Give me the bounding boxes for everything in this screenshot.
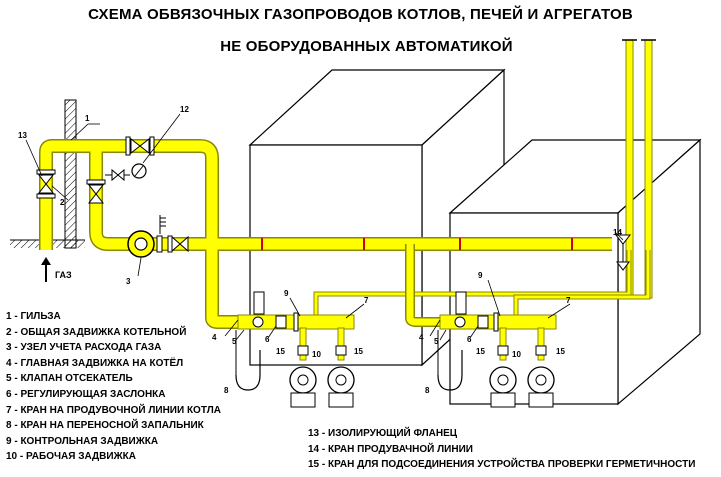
- gas-inlet-arrow: ГАЗ: [41, 257, 72, 282]
- inlet-valve-3: [167, 235, 189, 253]
- legend-item: 1 - ГИЛЬЗА: [6, 311, 61, 322]
- legend-item: 10 - РАБОЧАЯ ЗАДВИЖКА: [6, 451, 136, 463]
- callout-b2-7: 7: [566, 296, 571, 305]
- callout-b2-5: 5: [434, 337, 439, 346]
- callout-b1-15a: 15: [276, 347, 285, 356]
- callout-b2-8: 8: [425, 386, 430, 395]
- callout-b2-9: 9: [478, 271, 483, 280]
- callout-b2-15b: 15: [556, 347, 565, 356]
- callout-b1-7: 7: [364, 296, 369, 305]
- callout-b2-6: 6: [467, 335, 472, 344]
- horizontal-valve: [125, 136, 155, 156]
- callout-12: 12: [180, 105, 189, 114]
- legend-item: 9 - КОНТРОЛЬНАЯ ЗАДВИЖКА: [6, 435, 159, 447]
- callout-labels: 1 13 2 3 12 14 4 5 6 7 8 9 10 15 15 4 5 …: [18, 105, 622, 395]
- callout-b1-4: 4: [212, 333, 217, 342]
- legend-item: 4 - ГЛАВНАЯ ЗАДВИЖКА НА КОТЁЛ: [6, 357, 184, 369]
- callout-b1-10: 10: [312, 350, 321, 359]
- boiler-feeds: [405, 244, 440, 327]
- callout-1: 1: [85, 114, 90, 123]
- boiler-2: [448, 138, 702, 406]
- legend-item: 2 - ОБЩАЯ ЗАДВИЖКА КОТЕЛЬНОЙ: [6, 326, 187, 338]
- legend-left: 1 - ГИЛЬЗА 2 - ОБЩАЯ ЗАДВИЖКА КОТЕЛЬНОЙ …: [6, 309, 221, 465]
- callout-b1-6: 6: [265, 335, 270, 344]
- legend-item: 6 - РЕГУЛИРУЮЩАЯ ЗАСЛОНКА: [6, 388, 166, 400]
- callout-b2-4: 4: [419, 333, 424, 342]
- legend-item: 14 - КРАН ПРОДУВАЧНОЙ ЛИНИИ: [308, 443, 473, 455]
- callout-b1-9: 9: [284, 289, 289, 298]
- callout-b1-5: 5: [232, 337, 237, 346]
- callout-13: 13: [18, 131, 27, 140]
- callout-b2-15a: 15: [476, 347, 485, 356]
- diagram-title: СХЕМА ОБВЯЗОЧНЫХ ГАЗОПРОВОДОВ КОТЛОВ, ПЕ…: [88, 6, 633, 23]
- legend-item: 3 - УЗЕЛ УЧЕТА РАСХОДА ГАЗА: [6, 342, 162, 354]
- burner-assembly-2: [437, 291, 557, 408]
- burner-assembly-1: [235, 291, 355, 408]
- legend-item: 5 - КЛАПАН ОТСЕКАТЕЛЬ: [6, 373, 133, 385]
- callout-b1-8: 8: [224, 386, 229, 395]
- legend-item: 13 - ИЗОЛИРУЮЩИЙ ФЛАНЕЦ: [308, 428, 458, 439]
- legend-right: 13 - ИЗОЛИРУЮЩИЙ ФЛАНЕЦ 14 - КРАН ПРОДУВ…: [308, 426, 695, 473]
- gas-label: ГАЗ: [55, 270, 72, 280]
- pressure-gauge: [105, 163, 147, 182]
- gas-meter: [127, 215, 166, 258]
- bypass-valve: [86, 179, 106, 204]
- diagram-subtitle: НЕ ОБОРУДОВАННЫХ АВТОМАТИКОЙ: [220, 38, 513, 55]
- purge-line: [313, 250, 651, 316]
- callout-14: 14: [613, 228, 622, 237]
- legend-item: 7 - КРАН НА ПРОДУВОЧНОЙ ЛИНИИ КОТЛА: [6, 404, 221, 416]
- callout-b2-10: 10: [512, 350, 521, 359]
- legend-item: 8 - КРАН НА ПЕРЕНОСНОЙ ЗАПАЛЬНИК: [6, 420, 204, 432]
- callout-b1-15b: 15: [354, 347, 363, 356]
- main-gas-pipeline: [39, 139, 612, 329]
- callout-3: 3: [126, 277, 131, 286]
- main-valve-2: [36, 169, 56, 199]
- leader-lines: [25, 113, 624, 341]
- legend-item: 15 - КРАН ДЛЯ ПОДСОЕДИНЕНИЯ УСТРОЙСТВА П…: [308, 459, 696, 470]
- callout-2: 2: [60, 198, 65, 207]
